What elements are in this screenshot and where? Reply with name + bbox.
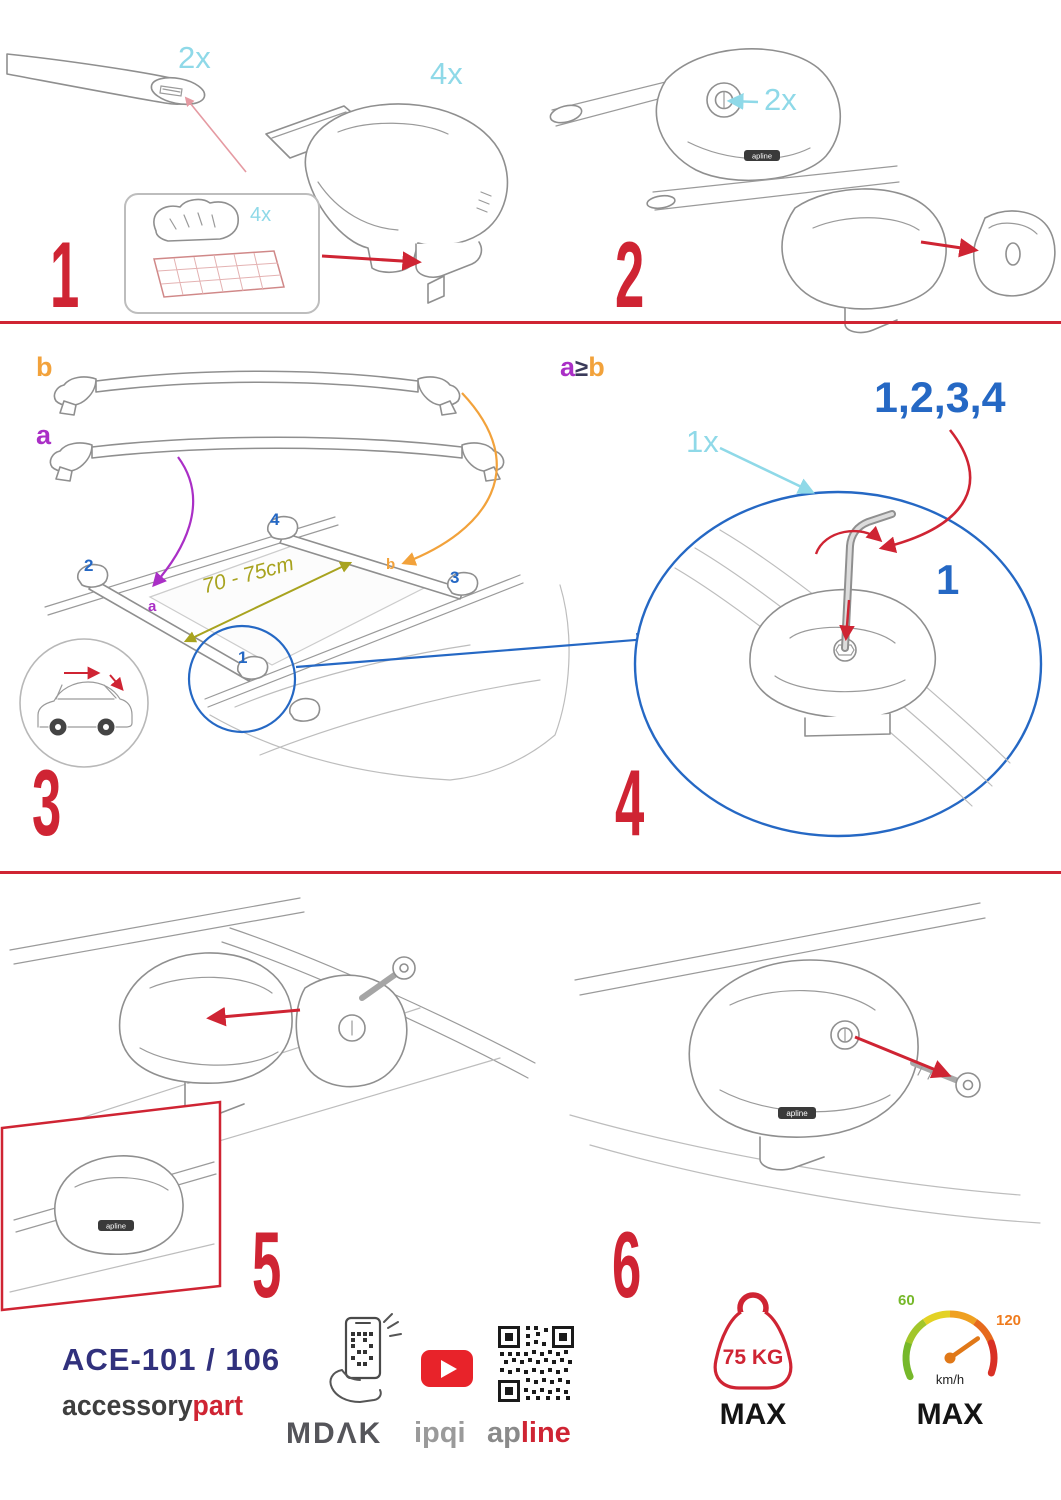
phone-scan-icon	[329, 1313, 402, 1404]
step5-number: 5	[252, 1212, 281, 1317]
position-3-label: 3	[450, 568, 460, 587]
step4-number: 4	[615, 750, 644, 855]
key-qty-arrow	[719, 446, 816, 494]
speedometer-icon	[902, 1310, 998, 1381]
tighten-arrow	[839, 599, 855, 642]
step5-illustration	[9, 897, 536, 1189]
step3-roof-illustration	[19, 370, 651, 781]
condition-b: b	[588, 352, 605, 382]
step1-foot-qty: 4x	[430, 56, 463, 91]
zoom-circle	[187, 624, 297, 734]
step6-brand-label: apline	[786, 1109, 808, 1118]
qr-code	[498, 1326, 574, 1402]
logo-mdak: MDΛK	[286, 1417, 383, 1450]
condition-operator: ≥	[575, 355, 589, 382]
brand-badge-label: apline	[752, 152, 772, 161]
step2-number: 2	[615, 222, 644, 327]
lock-icon	[706, 82, 742, 118]
section-divider-1	[0, 321, 1061, 324]
car-inset	[19, 638, 149, 768]
step5-arrow	[206, 1006, 301, 1027]
condition-label: a≥b	[560, 352, 605, 383]
key-shaft	[359, 971, 399, 1001]
crossbar-a	[49, 436, 505, 482]
zoom-arrow	[295, 632, 651, 669]
condition-a: a	[560, 352, 576, 382]
step2-lock-foot-illustration: apline	[549, 47, 842, 182]
roof-foot-3	[447, 571, 479, 596]
tighten-order-label: 1	[936, 556, 960, 603]
step4-zoom-illustration	[633, 429, 1043, 838]
logo-ap: ap	[487, 1417, 521, 1449]
rubber-pad-illustration	[153, 198, 285, 298]
position-1-label: 1	[238, 648, 248, 667]
step6-arrow	[854, 1035, 952, 1079]
lock-icon	[830, 1020, 860, 1050]
weight-max-label: MAX	[719, 1398, 787, 1431]
step6-illustration: apline	[569, 902, 1041, 1224]
step5-result-inset: apline	[0, 1100, 222, 1312]
speed-high-label: 120	[996, 1312, 1022, 1329]
roof-b-label: b	[386, 556, 396, 573]
distance-arrow	[183, 561, 353, 643]
bar-b-label: b	[36, 352, 53, 382]
youtube-icon	[421, 1350, 473, 1387]
brand-badge: apline	[744, 150, 780, 161]
roof-a-label: a	[148, 598, 157, 615]
logo-apline: apline	[487, 1417, 571, 1450]
inset-foot: apline	[54, 1155, 184, 1256]
roof-foot-4	[267, 515, 299, 540]
section-divider-2	[0, 871, 1061, 874]
bar-a-label: a	[36, 420, 52, 450]
step6-number: 6	[612, 1212, 641, 1317]
logo-ipqi: ipqi	[414, 1417, 466, 1449]
brand-part: part	[192, 1390, 243, 1422]
crossbar-b	[53, 370, 461, 416]
step1-number: 1	[50, 222, 79, 327]
step4-key-qty: 1x	[686, 424, 719, 459]
step5-lock-piece	[295, 956, 416, 1088]
speed-unit-label: km/h	[935, 1372, 965, 1387]
step2-endcap-illustration	[646, 165, 1056, 334]
roof-clamp-extra	[289, 697, 321, 722]
bar-b-arrow	[401, 392, 498, 566]
weight-value: 75 KG	[722, 1346, 784, 1369]
rotate-arrow	[814, 525, 883, 555]
step1-bar-qty: 2x	[178, 40, 211, 75]
logo-line: line	[520, 1417, 571, 1449]
step3-number: 3	[32, 750, 61, 855]
brand-logo-accessorypart: accessorypart	[62, 1390, 243, 1423]
step6-foot: apline	[688, 959, 919, 1171]
roof-foot-1	[237, 655, 269, 680]
step1-pad-qty: 4x	[250, 204, 272, 226]
key-icon	[910, 1060, 981, 1098]
speed-max-label: MAX	[916, 1398, 984, 1431]
inset-brand-label: apline	[106, 1222, 126, 1231]
position-2-label: 2	[84, 556, 94, 575]
position-4-label: 4	[270, 510, 280, 529]
tighten-sequence-label: 1,2,3,4	[874, 374, 1006, 422]
brand-accessory: accessory	[62, 1390, 193, 1422]
roof-foot-2	[77, 563, 109, 588]
max-weight-icon	[713, 1292, 793, 1390]
step1-crossbar-illustration	[6, 53, 206, 106]
step1-foot-illustration	[265, 103, 509, 304]
step2-lock-qty: 2x	[764, 82, 797, 117]
product-code: ACE-101 / 106	[62, 1342, 281, 1377]
bar-a-arrow	[152, 456, 195, 588]
zoom-foot	[749, 588, 937, 737]
speed-low-label: 60	[898, 1292, 915, 1309]
step2-arrow	[920, 238, 979, 258]
sequence-arrow	[878, 429, 972, 553]
needle	[947, 1336, 981, 1361]
step1-pad-inset-box	[124, 193, 320, 314]
